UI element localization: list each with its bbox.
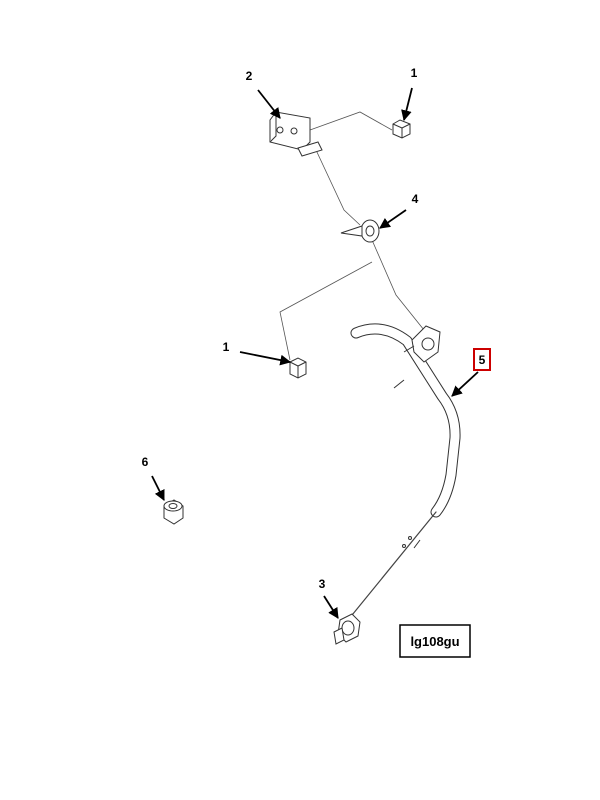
bolt-top [392,119,411,139]
callout-bolt-left: 1 [223,340,230,354]
figure-id-box [399,624,471,658]
callout-clip: 4 [412,192,419,206]
callout-highlight-box [473,348,491,371]
callout-bracket: 2 [246,69,253,83]
hose [347,323,461,621]
fitting [333,613,361,645]
callout-arrows [151,87,479,619]
nut [163,499,184,525]
bracket [269,111,323,157]
hose-detail [393,325,441,549]
callout-fitting: 3 [319,577,326,591]
callout-hose: 5 [479,353,486,367]
callout-nut: 6 [142,455,149,469]
bolt-left [289,357,307,379]
leader-lines [279,111,433,361]
clip [340,219,380,243]
callout-bolt-top: 1 [411,66,418,80]
figure-id: lg108gu [410,634,459,649]
